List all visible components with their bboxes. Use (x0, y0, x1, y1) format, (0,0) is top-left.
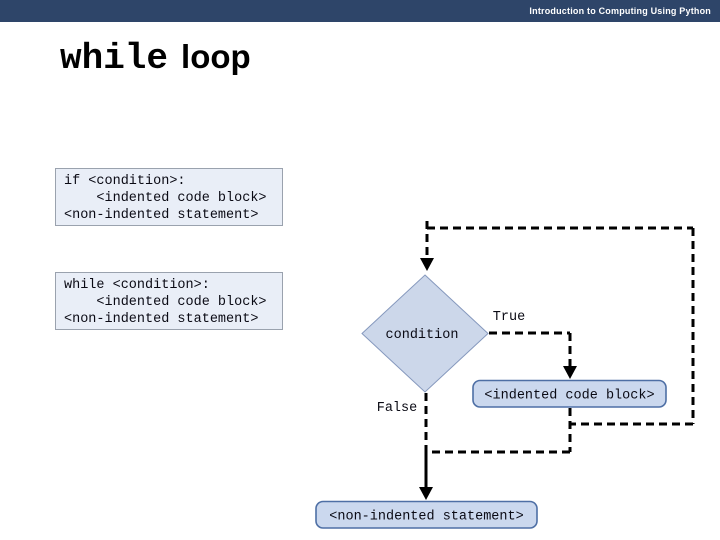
non-indented-statement-box (315, 500, 538, 529)
slide-title-rest: loop (181, 38, 251, 75)
indented-code-block-label: <indented code block> (484, 389, 654, 404)
header-bar: Introduction to Computing Using Python (0, 0, 720, 22)
header-course-title: Introduction to Computing Using Python (529, 6, 711, 16)
code-line: if <condition>: (64, 174, 186, 189)
false-label: False (377, 401, 418, 416)
code-line: while <condition>: (64, 278, 210, 293)
code-line: <indented code block> (64, 191, 267, 206)
code-line: <non-indented statement> (64, 208, 259, 223)
condition-diamond (361, 274, 489, 393)
arrowhead-into-indented-box (563, 366, 577, 379)
slide-title-keyword: while (60, 38, 169, 79)
arrowhead-into-condition (420, 258, 434, 271)
code-line: <non-indented statement> (64, 312, 259, 327)
while-syntax-codebox: while <condition>: <indented code block>… (55, 272, 283, 330)
arrowhead-into-statement-box (419, 487, 433, 500)
indented-code-block-box (472, 379, 667, 408)
code-line: <indented code block> (64, 295, 267, 310)
if-syntax-codebox: if <condition>: <indented code block> <n… (55, 168, 283, 226)
condition-label: condition (386, 328, 459, 343)
true-label: True (493, 310, 525, 325)
non-indented-statement-label: <non-indented statement> (329, 510, 523, 525)
slide-title: while loop (60, 38, 251, 79)
